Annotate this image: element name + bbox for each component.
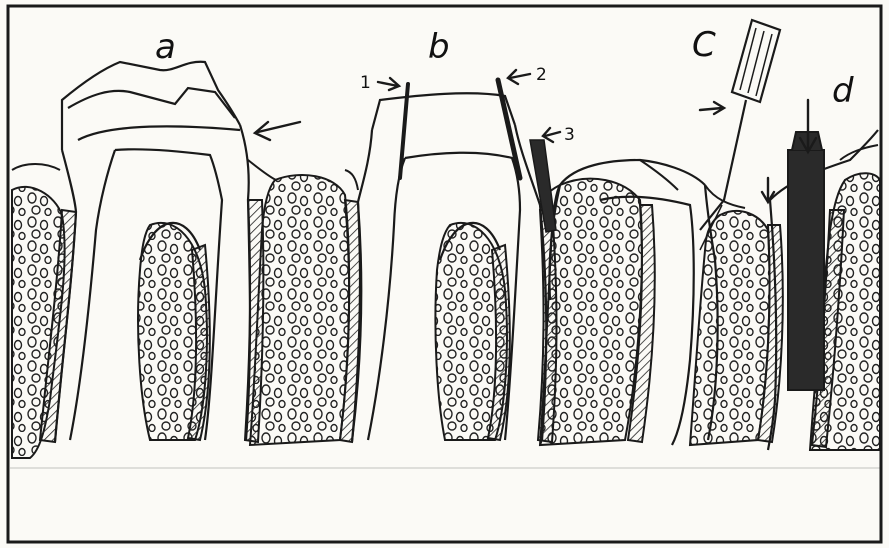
instrument-label-2: 2	[536, 65, 547, 85]
instrument-d-body	[788, 150, 824, 390]
panel-label-b: b	[428, 27, 450, 67]
panel-label-a: a	[155, 27, 176, 67]
panel-label-c: C	[692, 25, 716, 65]
instrument-label-1: 1	[360, 73, 371, 93]
bone-region-ab	[250, 175, 349, 445]
panel-label-d: d	[832, 71, 854, 111]
instrument-label-3: 3	[564, 125, 575, 145]
instrument-d-bar	[788, 132, 824, 390]
